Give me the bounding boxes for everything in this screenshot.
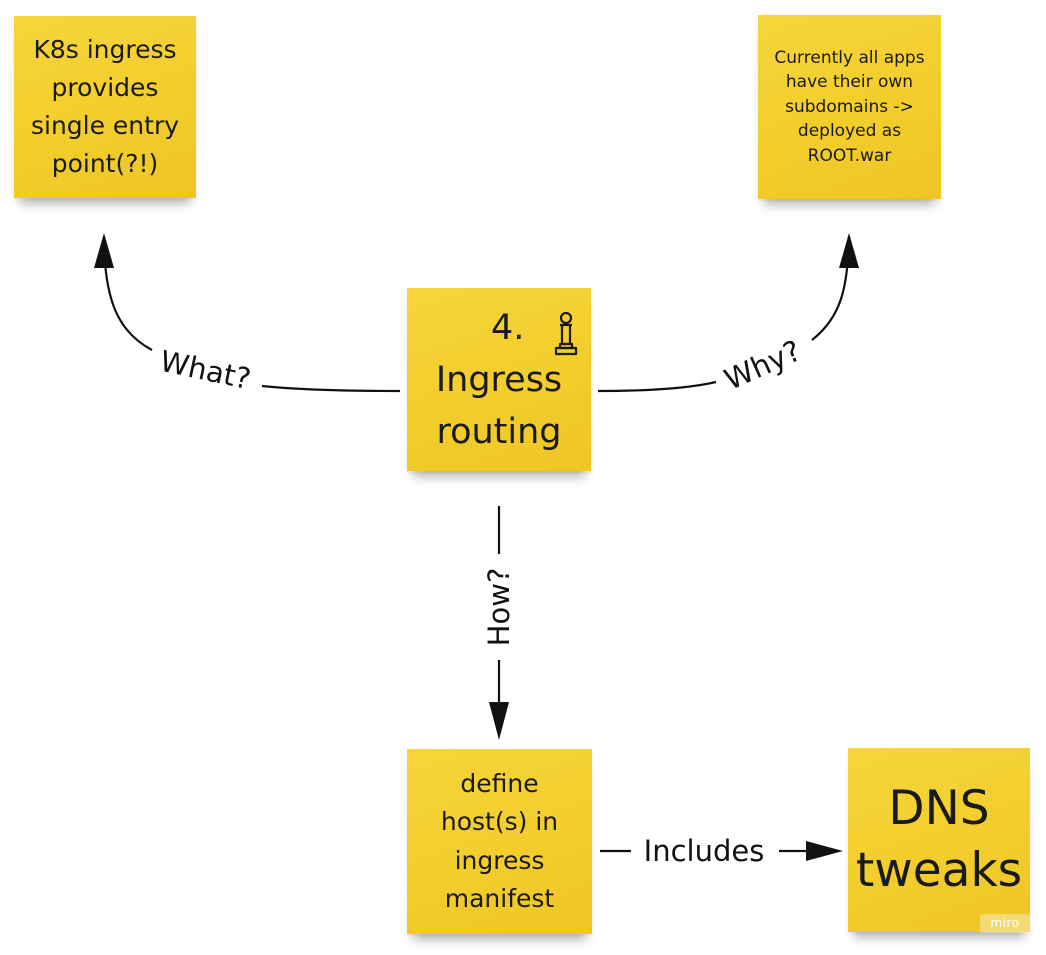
includes-arrowhead [806, 841, 843, 861]
note-line: provides [51, 73, 159, 102]
note-line: define [460, 768, 539, 798]
note-line: single entry [30, 111, 180, 140]
note-line: subdomains -> [785, 96, 914, 117]
what-connector-arrow[interactable] [102, 235, 153, 351]
note-line: host(s) in [440, 807, 559, 836]
sticky-note-how-text: define host(s) in ingress manifest [441, 765, 558, 919]
miro-watermark: miro [980, 914, 1030, 933]
note-title-line: routing [436, 411, 562, 452]
note-line: K8s ingress [33, 35, 177, 64]
sticky-note-dns-tweaks[interactable]: DNS tweaks [848, 748, 1030, 932]
note-number-row: 4. [415, 302, 583, 355]
what-arrowhead [94, 233, 114, 268]
what-label[interactable]: What? [157, 344, 254, 396]
note-line: ingress [454, 845, 545, 875]
sticky-note-why-text: Currently all apps have their own subdom… [774, 46, 924, 169]
note-line: manifest [444, 884, 555, 913]
note-line: deployed as [797, 121, 902, 142]
sticky-note-why[interactable]: Currently all apps have their own subdom… [758, 15, 941, 199]
note-number: 4. [491, 307, 525, 348]
why-connector-line[interactable] [597, 380, 717, 393]
note-line: DNS [888, 781, 990, 836]
note-line: tweaks [855, 843, 1023, 898]
what-connector-line[interactable] [261, 384, 401, 393]
sticky-note-define-hosts[interactable]: define host(s) in ingress manifest [407, 749, 592, 934]
note-line: point(?!) [51, 149, 159, 178]
note-line: Currently all apps [774, 47, 925, 68]
note-line: have their own [785, 72, 914, 93]
sticky-note-dns-text: DNS tweaks [856, 778, 1022, 902]
sticky-note-what-text: K8s ingress provides single entry point(… [31, 31, 179, 183]
why-arrowhead [839, 233, 859, 268]
note-title-line: Ingress [435, 359, 563, 400]
why-label[interactable]: Why? [719, 333, 806, 396]
note-line: ROOT.war [807, 145, 892, 166]
how-label[interactable]: How? [482, 568, 516, 647]
sticky-note-ingress-routing[interactable]: 4. Ingress routing [407, 288, 591, 471]
includes-label[interactable]: Includes [644, 834, 765, 868]
chess-pawn-icon [554, 311, 578, 355]
how-arrowhead [489, 702, 509, 740]
why-connector-arrow[interactable] [811, 235, 851, 341]
sticky-note-what[interactable]: K8s ingress provides single entry point(… [14, 16, 196, 198]
